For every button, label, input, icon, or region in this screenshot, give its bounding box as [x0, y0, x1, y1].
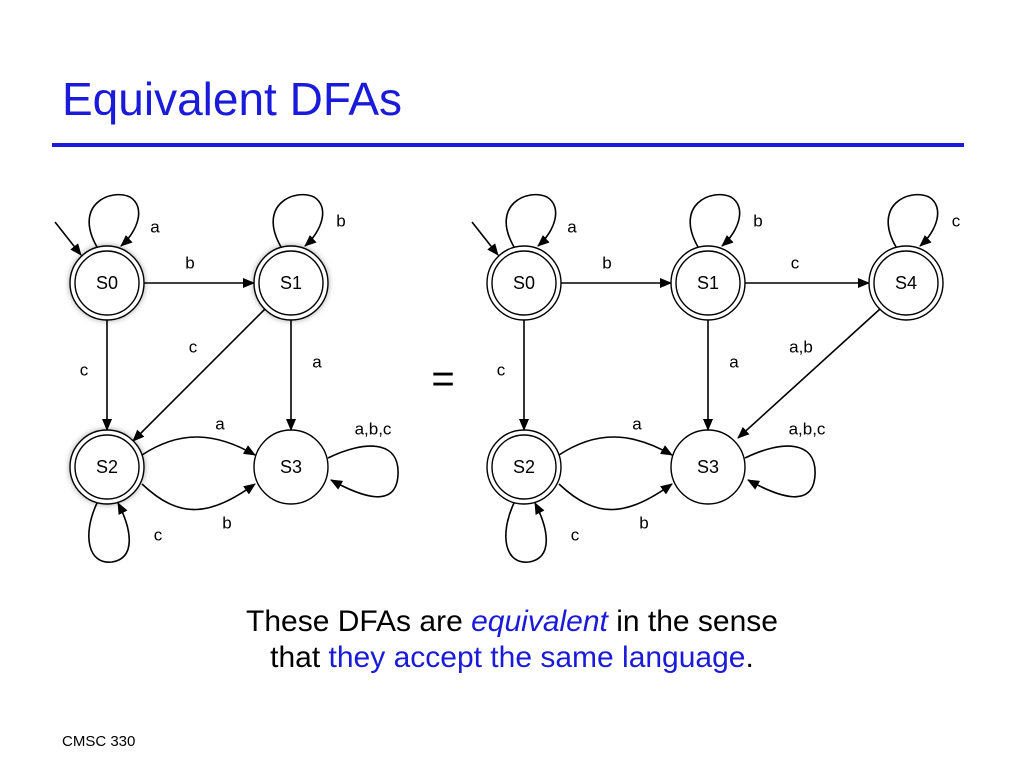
- accepting-ring: [873, 250, 939, 316]
- caption-text: in the sense: [607, 605, 778, 638]
- transition-label: c: [189, 337, 198, 356]
- state-label: S2: [513, 457, 535, 477]
- transition-label: b: [753, 211, 762, 230]
- state-s2: S2: [486, 429, 562, 505]
- transition-label: c: [791, 253, 800, 272]
- state-label: S2: [96, 457, 118, 477]
- slide-title: Equivalent DFAs: [62, 73, 403, 125]
- state-circle: [253, 429, 329, 505]
- transition-s4-to-s4: [887, 193, 939, 248]
- transition-label: c: [80, 360, 89, 379]
- transition-label: a: [312, 352, 322, 371]
- transition-s2-to-s3: [558, 436, 673, 456]
- transition-label: b: [639, 513, 648, 532]
- state-circle: [670, 429, 746, 505]
- caption-emphasis: equivalent: [471, 605, 608, 638]
- transition-label: c: [497, 360, 506, 379]
- transition-label: a: [567, 217, 577, 236]
- title-rule: [52, 143, 964, 147]
- start-arrow: [471, 221, 499, 256]
- caption-line-2: that they accept the same language.: [0, 640, 1024, 676]
- transition-label: a: [215, 414, 225, 433]
- transition-label: a,b: [789, 337, 813, 356]
- state-s2: S2: [69, 429, 145, 505]
- state-label: S0: [513, 273, 535, 293]
- state-circle: [670, 245, 746, 321]
- caption: These DFAs are equivalent in the sense t…: [0, 604, 1024, 676]
- transition-s3-to-s3: [327, 445, 399, 498]
- start-arrow: [54, 221, 82, 256]
- state-s3: S3: [253, 429, 329, 505]
- transition-s2-to-s2: [505, 502, 548, 563]
- state-label: S3: [280, 457, 302, 477]
- transition-label: c: [952, 211, 961, 230]
- accepting-ring: [491, 250, 557, 316]
- state-circle: [253, 245, 329, 321]
- state-label: S0: [96, 273, 118, 293]
- transition-label: a,b,c: [355, 419, 392, 438]
- caption-text: These DFAs are: [246, 605, 472, 638]
- state-label: S3: [697, 457, 719, 477]
- transition-label: a,b,c: [789, 419, 826, 438]
- state-s1: S1: [253, 245, 329, 321]
- accepting-ring: [74, 434, 140, 500]
- state-circle: [486, 245, 562, 321]
- state-s0: S0: [69, 245, 145, 321]
- transition-s3-to-s3: [744, 445, 816, 498]
- transition-s1-to-s1: [272, 193, 324, 248]
- caption-text: that: [270, 641, 329, 674]
- transition-label: b: [185, 253, 194, 272]
- state-s4: S4: [868, 245, 944, 321]
- transition-label: a: [150, 217, 160, 236]
- transition-s2-to-s3: [141, 436, 256, 456]
- transition-s1-to-s2: [132, 308, 266, 442]
- state-s0: S0: [486, 245, 562, 321]
- state-circle: [486, 429, 562, 505]
- state-label: S1: [697, 273, 719, 293]
- state-label: S4: [895, 273, 917, 293]
- state-circle: [69, 245, 145, 321]
- transition-label: b: [336, 211, 345, 230]
- transition-label: b: [602, 253, 611, 272]
- accepting-ring: [74, 250, 140, 316]
- state-circle: [69, 429, 145, 505]
- transition-s1-to-s1: [689, 193, 741, 248]
- state-circle: [868, 245, 944, 321]
- caption-line-1: These DFAs are equivalent in the sense: [0, 604, 1024, 640]
- accepting-ring: [491, 434, 557, 500]
- transition-s4-to-s3: [737, 308, 881, 439]
- state-s3: S3: [670, 429, 746, 505]
- state-label: S1: [280, 273, 302, 293]
- transition-label: b: [222, 513, 231, 532]
- transition-label: c: [154, 525, 163, 544]
- transition-label: a: [729, 352, 739, 371]
- accepting-ring: [258, 250, 324, 316]
- transition-s2-to-s3: [558, 483, 673, 511]
- caption-text: .: [745, 641, 754, 674]
- accepting-ring: [675, 250, 741, 316]
- transition-s0-to-s0: [88, 193, 140, 248]
- caption-highlight: they accept the same language: [328, 641, 746, 674]
- footer: CMSC 330: [62, 733, 136, 750]
- transition-s0-to-s0: [505, 193, 557, 248]
- state-s1: S1: [670, 245, 746, 321]
- transition-label: a: [632, 414, 642, 433]
- transition-s2-to-s2: [88, 502, 131, 563]
- transition-label: c: [571, 525, 580, 544]
- equals-sign: =: [431, 357, 454, 401]
- transition-s2-to-s3: [141, 483, 256, 511]
